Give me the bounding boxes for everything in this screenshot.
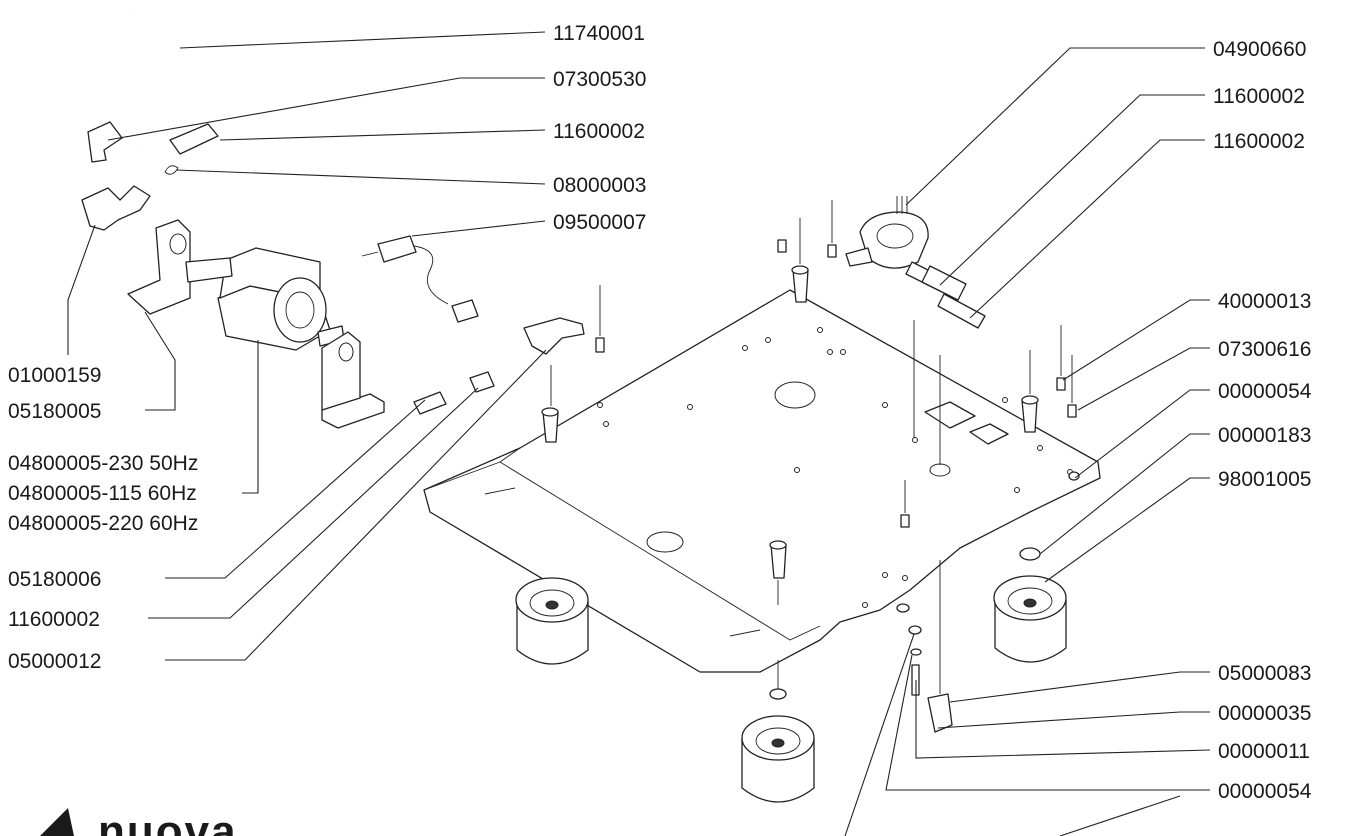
leader-lines (67, 31, 1211, 836)
part-label-11600002-c: 11600002 (1213, 85, 1305, 108)
foot-front-left (515, 577, 589, 665)
part-label-40000013: 40000013 (1218, 290, 1311, 313)
part-label-11740001: 11740001 (553, 22, 645, 45)
part-label-00000183: 00000183 (1218, 424, 1311, 447)
part-label-07300616: 07300616 (1218, 338, 1311, 361)
part-label-01000159: 01000159 (8, 364, 101, 387)
part-label-04800005-230: 04800005-230 50Hz (8, 452, 198, 475)
part-label-11600002-a: 11600002 (553, 120, 645, 143)
foot-rear-right (993, 471, 1080, 663)
part-label-04800005-115: 04800005-115 60Hz (8, 482, 197, 505)
part-label-04800005-220: 04800005-220 60Hz (8, 512, 198, 535)
part-label-98001005: 98001005 (1218, 468, 1311, 491)
part-label-05180006: 05180006 (8, 568, 101, 591)
part-label-07300530: 07300530 (553, 68, 646, 91)
spacers-and-screws (541, 200, 1077, 733)
part-label-05180005: 05180005 (8, 400, 101, 423)
flowmeter (845, 196, 986, 329)
logo-text: nuova (98, 807, 238, 836)
foot-front-center (741, 660, 815, 803)
part-label-08000003: 08000003 (553, 174, 646, 197)
part-label-09500007: 09500007 (553, 211, 646, 234)
part-label-04900660: 04900660 (1213, 38, 1306, 61)
brand-logo: nuova (40, 807, 238, 836)
logo-mark-icon (40, 808, 74, 836)
part-label-05000012: 05000012 (8, 650, 101, 673)
part-label-00000011: 00000011 (1218, 740, 1310, 763)
part-label-00000054-a: 00000054 (1218, 380, 1312, 403)
part-label-11600002-d: 11600002 (1213, 130, 1305, 153)
part-label-05000083: 05000083 (1218, 662, 1311, 685)
pump-assembly (81, 12, 585, 429)
part-label-00000054-b: 00000054 (1218, 780, 1312, 803)
part-label-00000035: 00000035 (1218, 702, 1311, 725)
part-labels: 11740001 07300530 11600002 08000003 0950… (8, 22, 1312, 803)
part-label-11600002-b: 11600002 (8, 608, 100, 631)
